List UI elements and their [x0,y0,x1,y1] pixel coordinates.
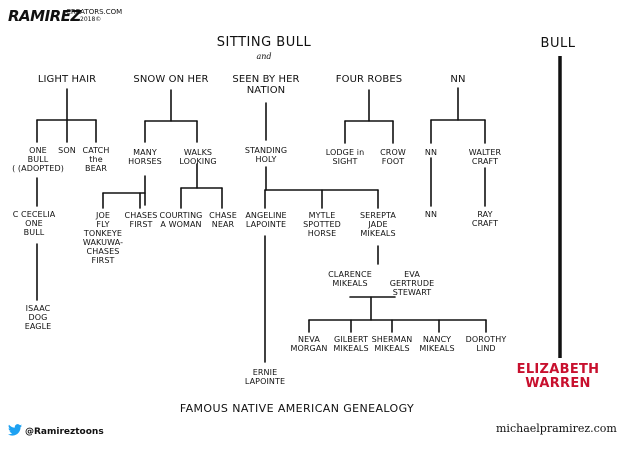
node-son: SON [58,146,76,155]
sitting-bull-title: SITTING BULL [216,35,312,50]
node-seen-by-her-nation: SEEN BY HER NATION [232,74,300,96]
node-serepta-jade-mikeals: SEREPTA JADE MIKEALS [359,211,397,238]
node-eva-gertrude-stewart: EVA GERTRUDE STEWART [389,270,435,297]
node-chases-first: CHASES FIRST [124,211,158,229]
node-dorothy-lind: DOROTHY LIND [465,335,507,353]
node-mytle-spotted-horse: MYTLE SPOTTED HORSE [303,211,341,238]
node-catch-the-bear: CATCH the BEAR [82,146,110,173]
twitter-handle: @Ramireztoons [25,426,104,437]
ramirez-signature-logo: RAMIREZ CREATORS.COM 2018© [8,6,122,25]
website-credit: michaelpramirez.com [496,422,617,435]
node-standing-holy: STANDING HOLY [244,146,288,164]
node-elizabeth-warren: ELIZABETH WARREN [516,362,600,391]
node-many-horses: MANY HORSES [128,148,162,166]
twitter-credit: @Ramireztoons [8,424,104,439]
node-walks-looking: WALKS LOOKING [179,148,217,166]
node-isaac-dog-eagle: ISAAC DOG EAGLE [24,304,52,331]
node-ernie-lapointe: ERNIE LAPOINTE [244,368,286,386]
node-chase-near: CHASE NEAR [209,211,237,229]
node-joe-fly: JOE FLY TONKEYE WAKUWA- CHASES FIRST [82,211,124,265]
node-sherman-mikeals: SHERMAN MIKEALS [371,335,413,353]
node-one-bull: ONE BULL ( (ADOPTED) [12,146,64,173]
signature-year: 2018© [80,16,102,23]
node-four-robes: FOUR ROBES [335,74,403,85]
signature-site: CREATORS.COM [66,8,123,16]
node-lodge-in-sight: LODGE in SIGHT [325,148,365,166]
node-gilbert-mikeals: GILBERT MIKEALS [333,335,369,353]
node-nancy-mikeals: NANCY MIKEALS [419,335,455,353]
and-connector: and [256,52,272,61]
caption-genealogy: FAMOUS NATIVE AMERICAN GENEALOGY [179,402,415,415]
node-walter-craft: WALTER CRAFT [468,148,502,166]
node-angeline-lapointe: ANGELINE LAPOINTE [245,211,287,229]
node-cecelia-one-bull: C CECELIA ONE BULL [12,210,56,237]
bull-title: BULL [540,36,576,51]
node-crow-foot: CROW FOOT [380,148,406,166]
signature-name: RAMIREZ [8,7,81,25]
twitter-bird-icon [8,424,22,439]
node-snow-on-her: SNOW ON HER [133,74,209,85]
node-neva-morgan: NEVA MORGAN [290,335,328,353]
node-nn-gen3: NN [424,210,438,219]
node-nn-gen2: NN [424,148,438,157]
node-clarence-mikeals: CLARENCE MIKEALS [328,270,372,288]
node-ray-craft: RAY CRAFT [471,210,499,228]
node-light-hair: LIGHT HAIR [37,74,97,85]
node-nn-top: NN [450,74,466,85]
node-courting-a-woman: COURTING A WOMAN [159,211,203,229]
